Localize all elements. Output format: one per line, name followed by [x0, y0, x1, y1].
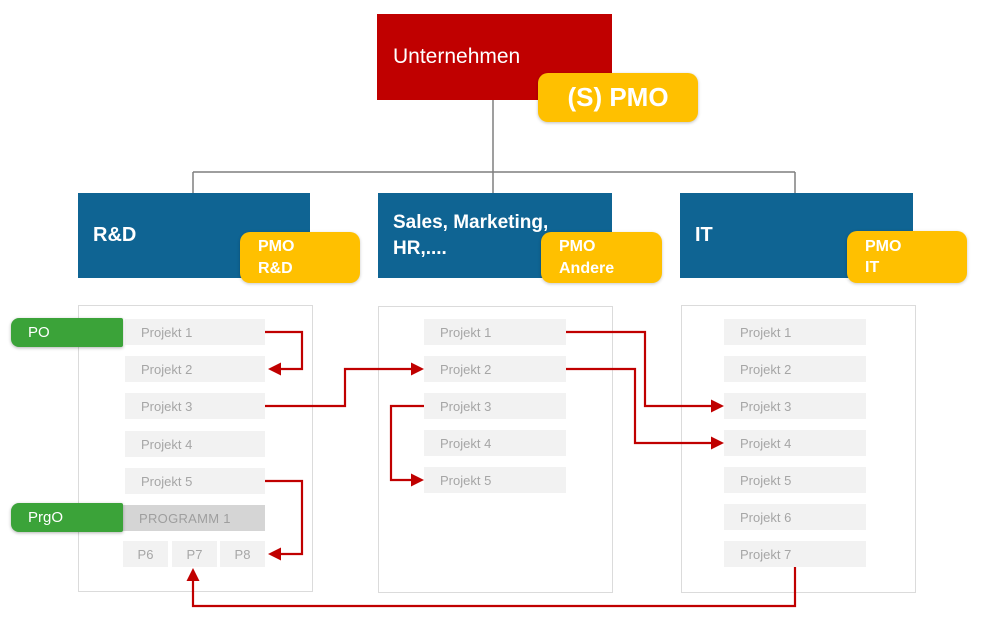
role-tag-po: PO: [11, 318, 123, 347]
company-label: Unternehmen: [393, 45, 521, 68]
project-row: Projekt 3: [125, 393, 265, 419]
strategic-pmo-label: (S) PMO: [567, 82, 669, 112]
project-row: Projekt 2: [724, 356, 866, 382]
department-label-line2: HR,....: [393, 237, 447, 259]
project-row: Projekt 5: [724, 467, 866, 493]
pmo-tag-line1: PMO: [865, 237, 902, 255]
subproject-row: P8: [220, 541, 265, 567]
pmo-tag-line1: PMO: [559, 238, 596, 256]
project-row: Projekt 4: [724, 430, 866, 456]
pmo-tag-andere: PMO Andere: [541, 232, 662, 283]
project-row: Projekt 2: [125, 356, 265, 382]
project-row: Projekt 2: [424, 356, 566, 382]
pmo-tag-it: PMO IT: [847, 231, 967, 283]
pmo-tag-line1: PMO: [258, 238, 295, 256]
org-tree-connector: [192, 100, 796, 193]
project-row: Projekt 3: [424, 393, 566, 419]
project-row: Projekt 3: [724, 393, 866, 419]
project-row: Projekt 4: [424, 430, 566, 456]
department-label: R&D: [93, 224, 137, 246]
pmo-tag-line2: R&D: [258, 259, 293, 277]
project-row: Projekt 5: [125, 468, 265, 494]
project-row: Projekt 1: [125, 319, 265, 345]
strategic-pmo-badge: (S) PMO: [538, 73, 698, 122]
project-row: Projekt 7: [724, 541, 866, 567]
project-row: Projekt 4: [125, 431, 265, 457]
department-label: IT: [695, 224, 713, 246]
subproject-row: P7: [172, 541, 217, 567]
project-row: Projekt 1: [424, 319, 566, 345]
department-label-line1: Sales, Marketing,: [393, 211, 549, 233]
project-row: Projekt 6: [724, 504, 866, 530]
role-tag-prgo: PrgO: [11, 503, 123, 532]
pmo-tag-line2: IT: [865, 259, 880, 276]
pmo-tag-rd: PMO R&D: [240, 232, 360, 283]
subproject-row: P6: [123, 541, 168, 567]
project-row: Projekt 1: [724, 319, 866, 345]
program-row: PROGRAMM 1: [123, 505, 265, 531]
pmo-tag-line2: Andere: [559, 259, 615, 277]
project-row: Projekt 5: [424, 467, 566, 493]
